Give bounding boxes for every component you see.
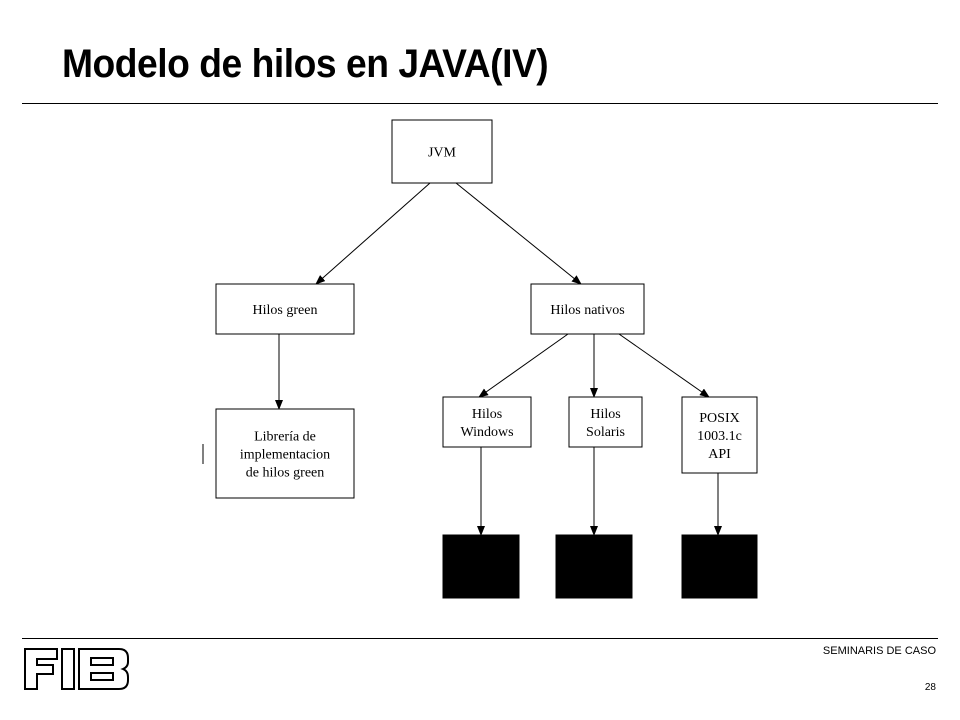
diagram-edges — [275, 182, 722, 536]
edge-jvm-to-nativos — [455, 182, 582, 285]
node-posix-label-line: POSIX — [699, 411, 739, 426]
node-black-2-box — [555, 534, 633, 599]
footer-divider — [22, 638, 938, 639]
node-nativos-box — [530, 283, 645, 335]
node-posix-box — [681, 396, 758, 474]
node-libreria-label-line: Librería de — [254, 430, 316, 445]
node-windows-label-line: Hilos — [472, 407, 502, 422]
node-jvm-label-line: JVM — [428, 146, 457, 161]
node-solaris-label-line: Solaris — [586, 425, 625, 440]
node-green-box — [215, 283, 355, 335]
edge-nativos-to-windows — [478, 333, 569, 398]
fib-logo — [24, 648, 129, 690]
node-posix-label-line: API — [708, 447, 731, 462]
page-number: 28 — [924, 682, 936, 693]
footer-label: SEMINARIS DE CASO — [822, 645, 936, 657]
node-black-1-box — [442, 534, 520, 599]
node-jvm-box — [391, 119, 493, 184]
node-solaris-label-line: Hilos — [590, 407, 620, 422]
node-solaris-box — [568, 396, 643, 448]
edge-jvm-to-green — [315, 182, 431, 285]
node-windows-label-line: Windows — [460, 425, 513, 440]
node-libreria-box — [215, 408, 355, 499]
node-posix-label-line: 1003.1c — [697, 429, 742, 444]
slide-title: Modelo de hilos en JAVA(IV) — [62, 42, 549, 86]
title-divider — [22, 103, 938, 104]
node-nativos-label-line: Hilos nativos — [550, 303, 624, 318]
edge-nativos-to-posix — [618, 333, 710, 398]
node-libreria-label-line: de hilos green — [246, 466, 325, 481]
node-windows-box — [442, 396, 532, 448]
node-black-3-box — [681, 534, 758, 599]
node-green-label-line: Hilos green — [253, 303, 318, 318]
node-libreria-label-line: implementacion — [240, 448, 330, 463]
